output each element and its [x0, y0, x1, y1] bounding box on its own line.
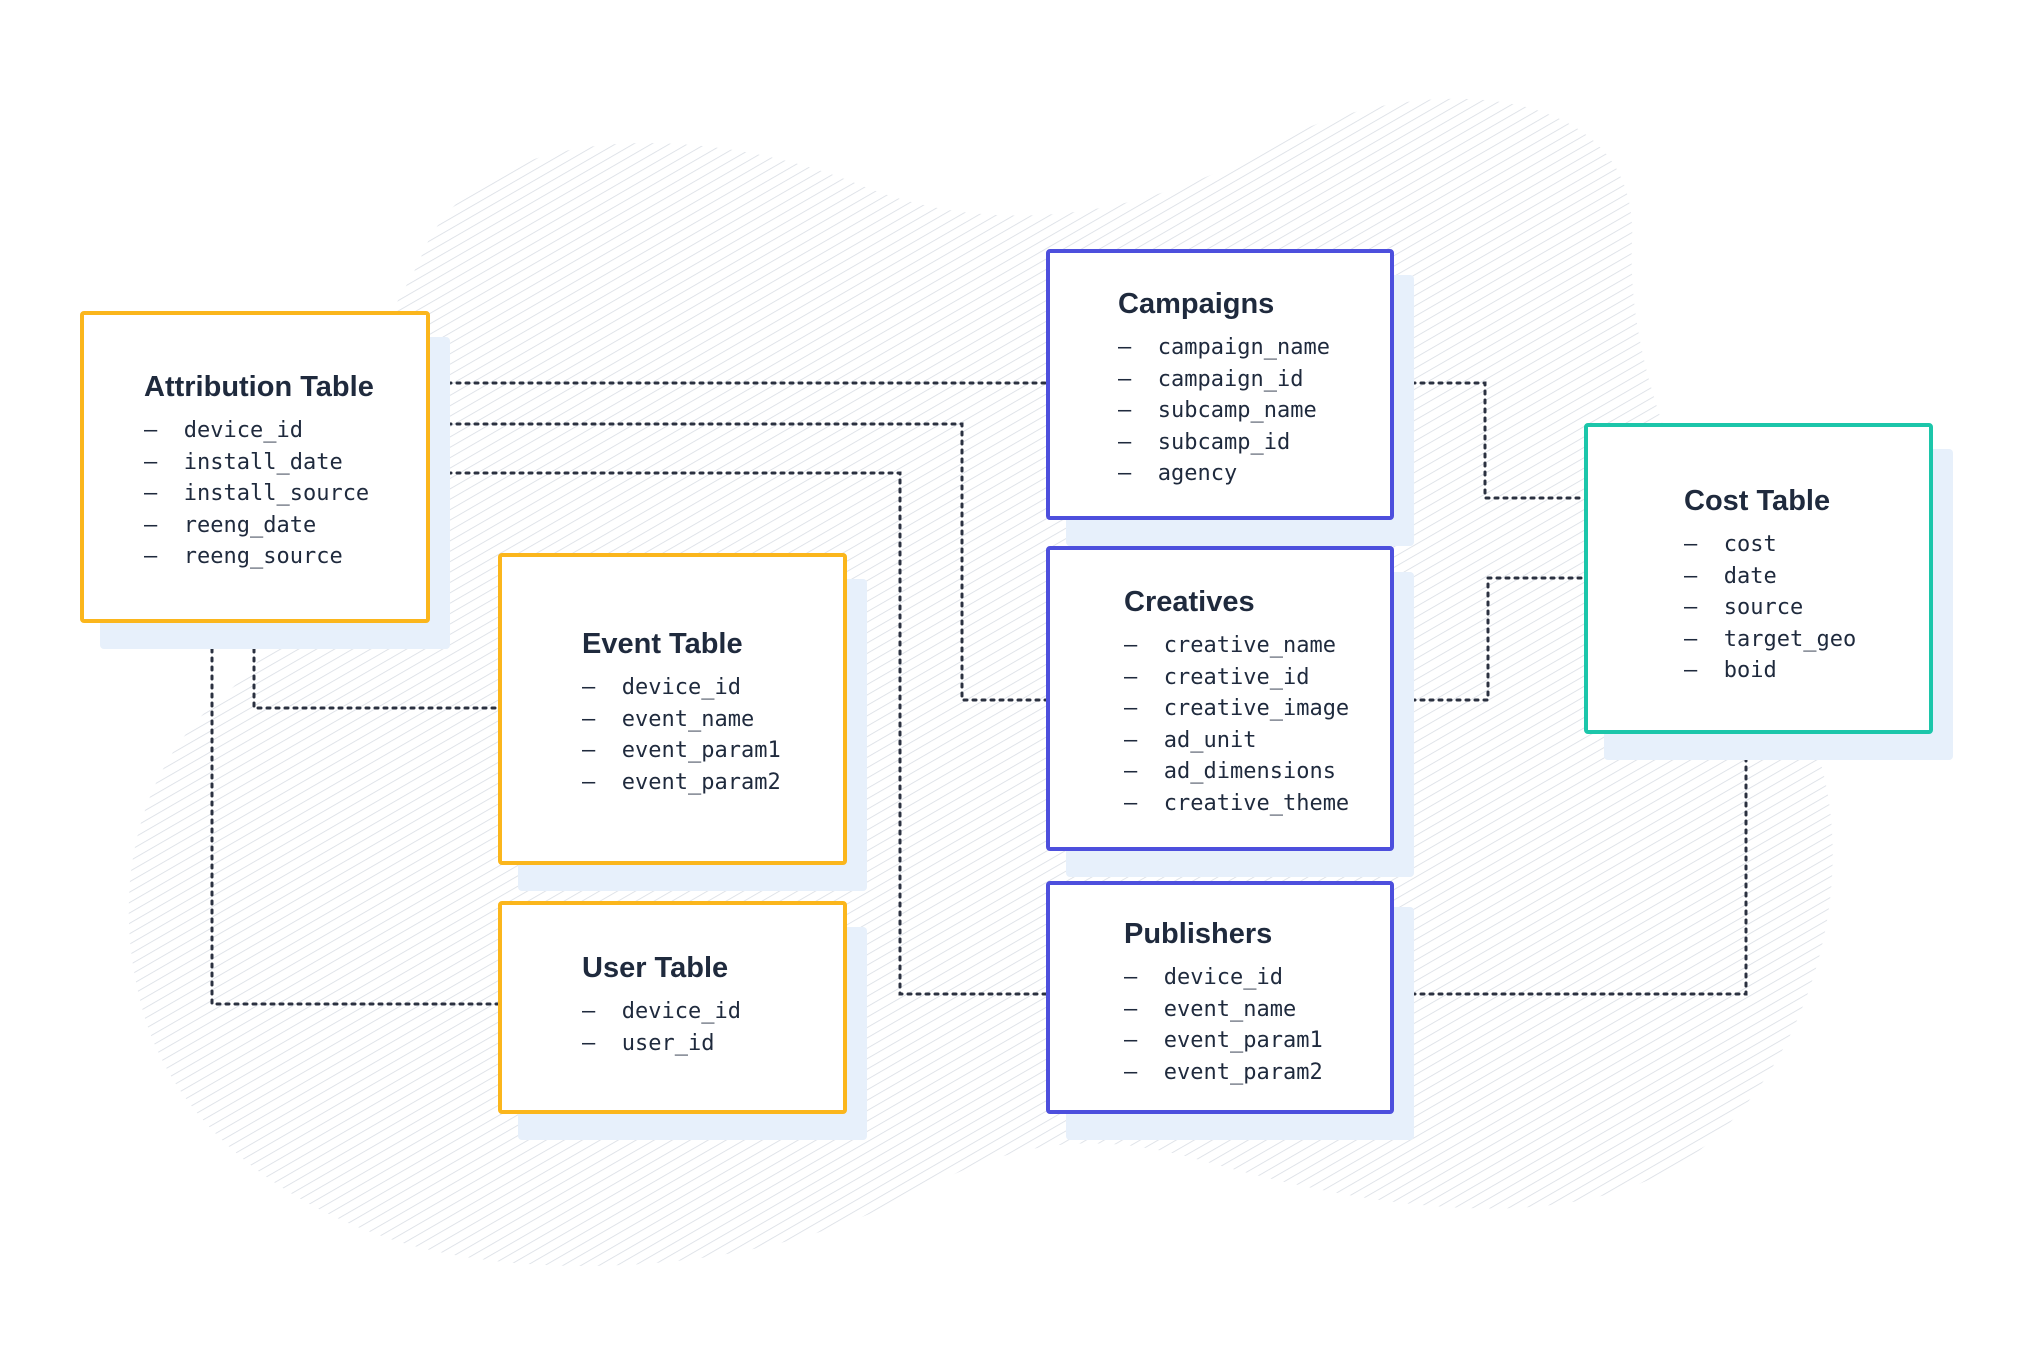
- campaigns-table[interactable]: Campaigns campaign_name campaign_id subc…: [1046, 249, 1394, 520]
- connector-creatives-cost: [1392, 576, 1586, 702]
- user-table[interactable]: User Table device_id user_id: [498, 901, 847, 1114]
- creatives-table[interactable]: Creatives creative_name creative_id crea…: [1046, 546, 1394, 851]
- publishers-table-fields: device_id event_name event_param1 event_…: [1124, 962, 1323, 1088]
- user-table-title: User Table: [582, 952, 729, 984]
- campaigns-field: campaign_name: [1118, 332, 1330, 364]
- connector-attribution-event: [252, 620, 500, 710]
- publishers-field: device_id: [1124, 962, 1323, 994]
- campaigns-field: campaign_id: [1118, 364, 1330, 396]
- campaigns-field: subcamp_name: [1118, 395, 1330, 427]
- cost-field: date: [1684, 561, 1856, 593]
- event-table-fields: device_id event_name event_param1 event_…: [582, 672, 781, 798]
- publishers-table[interactable]: Publishers device_id event_name event_pa…: [1046, 881, 1394, 1114]
- creatives-field: ad_unit: [1124, 725, 1349, 757]
- event-field: event_param2: [582, 767, 781, 799]
- event-table[interactable]: Event Table device_id event_name event_p…: [498, 553, 847, 865]
- creatives-field: creative_image: [1124, 693, 1349, 725]
- cost-table-fields: cost date source target_geo boid: [1684, 529, 1856, 687]
- user-field: device_id: [582, 996, 741, 1028]
- creatives-field: creative_theme: [1124, 788, 1349, 820]
- cost-field: boid: [1684, 655, 1856, 687]
- attribution-field: install_source: [144, 478, 369, 510]
- publishers-table-title: Publishers: [1124, 918, 1273, 950]
- attribution-field: device_id: [144, 415, 369, 447]
- attribution-table-fields: device_id install_date install_source re…: [144, 415, 369, 573]
- cost-table[interactable]: Cost Table cost date source target_geo b…: [1584, 423, 1933, 734]
- campaigns-table-title: Campaigns: [1118, 288, 1275, 320]
- attribution-table[interactable]: Attribution Table device_id install_date…: [80, 311, 430, 623]
- creatives-field: creative_name: [1124, 630, 1349, 662]
- event-field: event_name: [582, 704, 781, 736]
- cost-field: target_geo: [1684, 624, 1856, 656]
- event-table-title: Event Table: [582, 628, 743, 660]
- campaigns-field: agency: [1118, 458, 1330, 490]
- attribution-field: reeng_source: [144, 541, 369, 573]
- event-field: event_param1: [582, 735, 781, 767]
- campaigns-table-fields: campaign_name campaign_id subcamp_name s…: [1118, 332, 1330, 490]
- publishers-field: event_name: [1124, 994, 1323, 1026]
- attribution-field: install_date: [144, 447, 369, 479]
- user-table-fields: device_id user_id: [582, 996, 741, 1059]
- creatives-table-title: Creatives: [1124, 586, 1255, 618]
- connector-attribution-user: [210, 620, 500, 1006]
- connector-campaigns-cost: [1392, 381, 1586, 500]
- connector-attribution-publishers: [428, 471, 1048, 996]
- creatives-table-fields: creative_name creative_id creative_image…: [1124, 630, 1349, 819]
- event-field: device_id: [582, 672, 781, 704]
- cost-table-title: Cost Table: [1684, 485, 1831, 517]
- publishers-field: event_param2: [1124, 1057, 1323, 1089]
- campaigns-field: subcamp_id: [1118, 427, 1330, 459]
- cost-field: source: [1684, 592, 1856, 624]
- connector-publishers-cost: [1392, 733, 1748, 996]
- publishers-field: event_param1: [1124, 1025, 1323, 1057]
- creatives-field: creative_id: [1124, 662, 1349, 694]
- attribution-field: reeng_date: [144, 510, 369, 542]
- cost-field: cost: [1684, 529, 1856, 561]
- user-field: user_id: [582, 1028, 741, 1060]
- connector-attribution-creatives: [428, 422, 1048, 702]
- attribution-table-title: Attribution Table: [144, 371, 374, 403]
- creatives-field: ad_dimensions: [1124, 756, 1349, 788]
